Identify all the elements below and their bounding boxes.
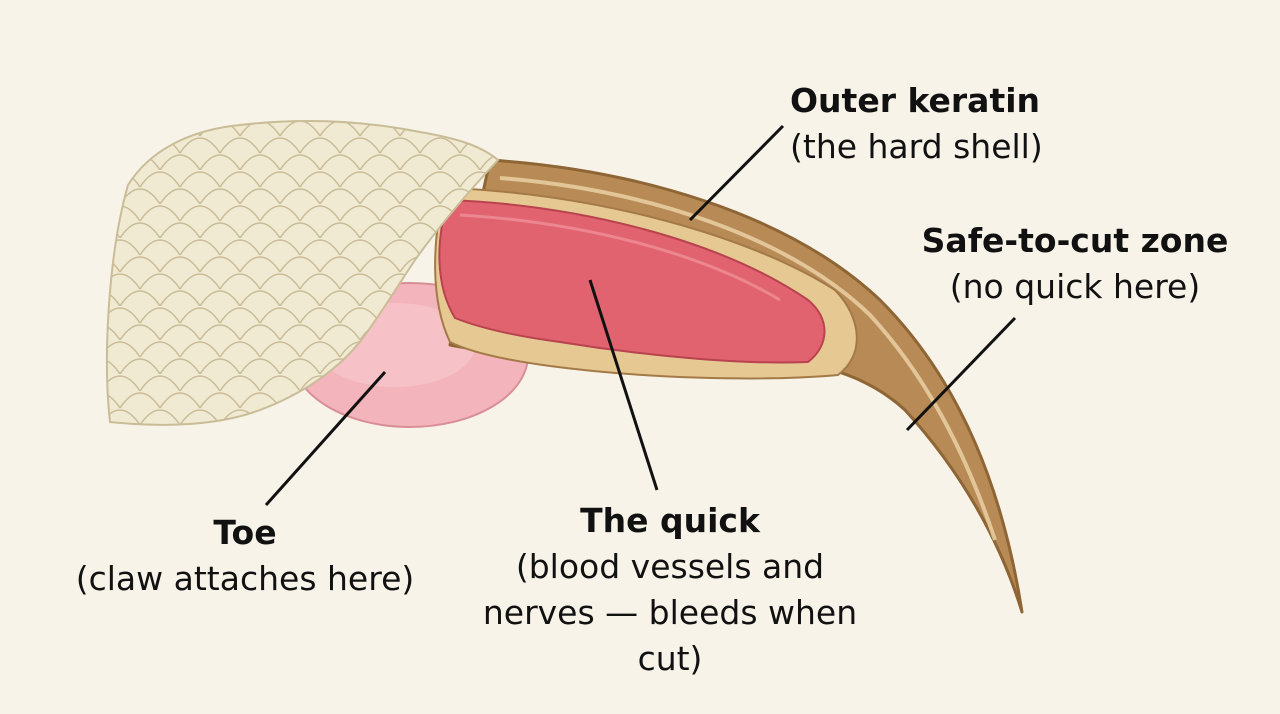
leader-quick <box>588 279 659 491</box>
label-safe-zone-subtitle: (no quick here) <box>949 267 1201 306</box>
label-outer-keratin-subtitle: (the hard shell) <box>790 127 1043 166</box>
leader-toe <box>264 370 387 507</box>
label-quick: The quick (blood vessels and nerves — bl… <box>455 498 885 682</box>
leader-outer-keratin <box>688 124 785 222</box>
label-outer-keratin: Outer keratin (the hard shell) <box>790 78 1043 170</box>
claw-shell-highlight <box>499 176 997 541</box>
label-quick-subtitle-2: nerves — bleeds when <box>482 593 858 632</box>
label-toe: Toe (claw attaches here) <box>55 510 435 602</box>
label-toe-title: Toe <box>213 513 277 552</box>
leader-safe-zone <box>905 316 1017 432</box>
label-toe-subtitle: (claw attaches here) <box>75 559 415 598</box>
label-safe-zone-title: Safe-to-cut zone <box>921 221 1229 260</box>
quick-region <box>438 198 826 364</box>
label-quick-subtitle-3: cut) <box>637 639 703 678</box>
label-quick-title: The quick <box>580 501 760 540</box>
label-outer-keratin-title: Outer keratin <box>790 81 1041 120</box>
label-safe-zone: Safe-to-cut zone (no quick here) <box>905 218 1245 310</box>
quick-highlight <box>459 213 781 302</box>
label-quick-subtitle-1: (blood vessels and <box>515 547 825 586</box>
